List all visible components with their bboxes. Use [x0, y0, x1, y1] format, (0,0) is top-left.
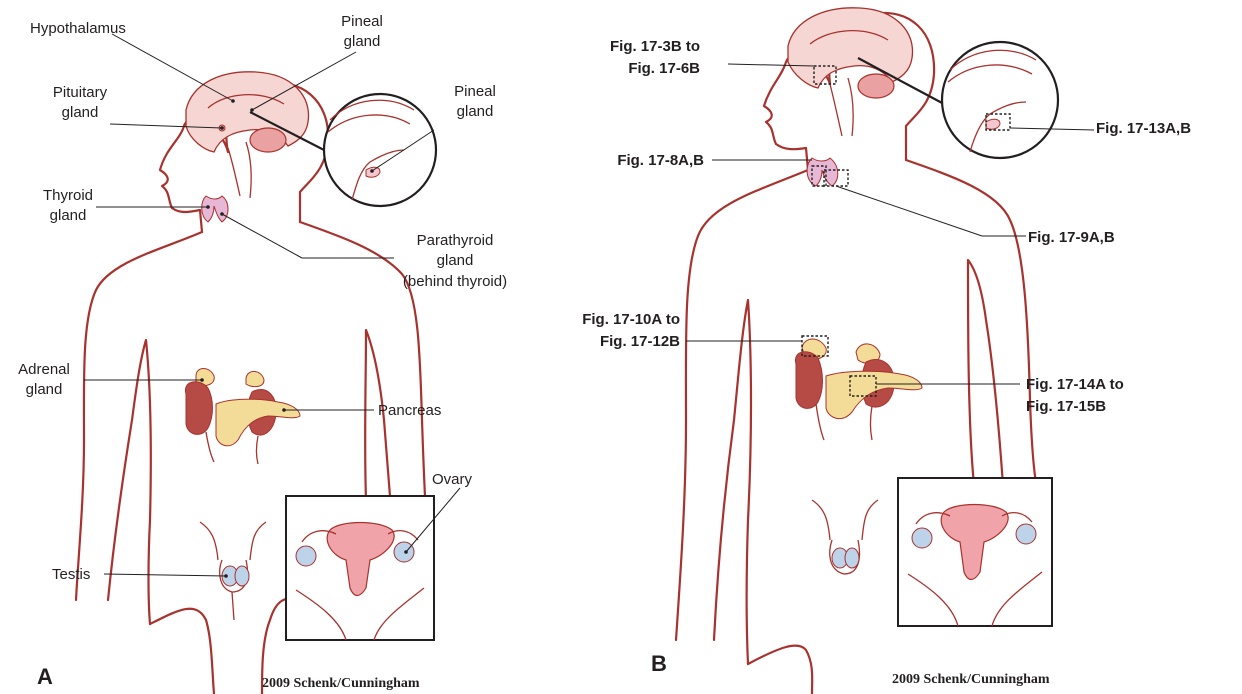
label-ovary: Ovary [432, 471, 473, 488]
label-fig-14a-l1: Fig. 17-14A to [1026, 376, 1124, 393]
panel-letter-b: B [651, 651, 667, 676]
male-pelvis-b [812, 500, 878, 574]
female-inset-a [286, 496, 434, 640]
label-pineal-gland-l2: gland [344, 33, 381, 50]
label-fig-10a-l2: Fig. 17-12B [600, 333, 680, 350]
label-fig-14a-l2: Fig. 17-15B [1026, 398, 1106, 415]
label-fig-3b-l1: Fig. 17-3B to [610, 38, 700, 55]
thyroid-a [202, 196, 228, 222]
brain-b [788, 8, 913, 136]
label-fig-8ab: Fig. 17-8A,B [617, 152, 704, 169]
label-fig-3b-l2: Fig. 17-6B [628, 60, 700, 77]
credit-b: 2009 Schenk/Cunningham [892, 672, 1050, 687]
label-thyroid-l2: gland [50, 207, 87, 224]
label-fig-10a-l1: Fig. 17-10A to [582, 311, 680, 328]
label-pineal-inset-l2: gland [457, 103, 494, 120]
brain-a [186, 72, 309, 198]
label-adrenal-l2: gland [26, 381, 63, 398]
label-pituitary-l2: gland [62, 104, 99, 121]
label-testis: Testis [52, 566, 90, 583]
label-pituitary-l1: Pituitary [53, 84, 108, 101]
label-pineal-inset-l1: Pineal [454, 83, 496, 100]
label-parathyroid-l2: gland [437, 252, 474, 269]
label-parathyroid-l1: Parathyroid [417, 232, 494, 249]
male-pelvis-a [200, 522, 266, 620]
label-fig-9ab: Fig. 17-9A,B [1028, 229, 1115, 246]
credit-a: 2009 Schenk/Cunningham [262, 676, 420, 691]
label-parathyroid-l3: (behind thyroid) [403, 273, 507, 290]
label-thyroid-l1: Thyroid [43, 187, 93, 204]
label-hypothalamus: Hypothalamus [30, 20, 126, 37]
female-inset-b [898, 478, 1052, 626]
panel-a: Hypothalamus Pineal gland Pineal gland P… [18, 13, 507, 694]
abdominal-organs-b [795, 339, 922, 440]
panel-b: Fig. 17-3B to Fig. 17-6B Fig. 17-13A,B F… [582, 8, 1191, 694]
label-pineal-gland-l1: Pineal [341, 13, 383, 30]
label-adrenal-l1: Adrenal [18, 361, 70, 378]
label-pancreas: Pancreas [378, 402, 441, 419]
panel-letter-a: A [37, 664, 53, 689]
cerebellum-a [250, 128, 286, 152]
abdominal-organs-a [185, 369, 300, 465]
thyroid-b [807, 158, 838, 186]
label-fig-13ab: Fig. 17-13A,B [1096, 120, 1191, 137]
